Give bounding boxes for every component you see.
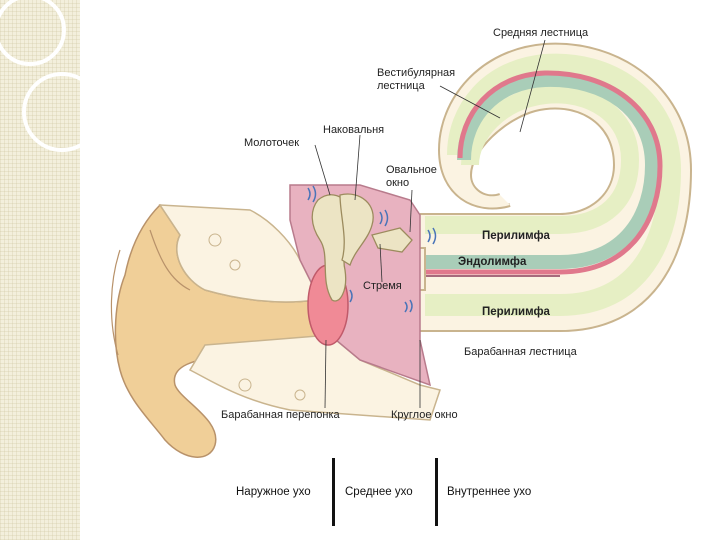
- decorative-side-strip: [0, 0, 80, 540]
- cochlea: [420, 42, 693, 332]
- ossicles: [311, 193, 413, 302]
- scala-media-label: Средняя лестница: [493, 27, 589, 39]
- round-window-label: Круглое окно: [391, 409, 458, 421]
- scala-tympani-label: Барабанная лестница: [464, 346, 577, 358]
- temporal-bone: [158, 204, 441, 421]
- perilymph-bottom-label: Перилимфа: [482, 306, 550, 318]
- sound-waves: [307, 185, 437, 313]
- outer-ear-region: Наружное ухо: [236, 486, 311, 498]
- oval-window-label: Овальное окно: [386, 164, 437, 189]
- malleus-label: Молоточек: [244, 137, 300, 149]
- tympanic-membrane-label: Барабанная перепонка: [221, 409, 340, 421]
- middle-ear-region: Среднее ухо: [345, 486, 413, 498]
- leader-lines: [314, 39, 546, 409]
- region-divider-right: [435, 458, 438, 526]
- scala-vestibuli-label: Вестибулярная лестница: [377, 67, 456, 92]
- endolymph-label: Эндолимфа: [458, 256, 527, 268]
- stapes-label: Стремя: [363, 280, 402, 292]
- perilymph-top-label: Перилимфа: [482, 230, 550, 242]
- decorative-circles: [0, 0, 80, 152]
- stapes-bone: [371, 227, 413, 253]
- region-divider-left: [332, 458, 335, 526]
- inner-ear-region: Внутреннее ухо: [447, 486, 532, 498]
- incus-bone: [339, 193, 374, 266]
- incus-label: Наковальня: [323, 124, 385, 136]
